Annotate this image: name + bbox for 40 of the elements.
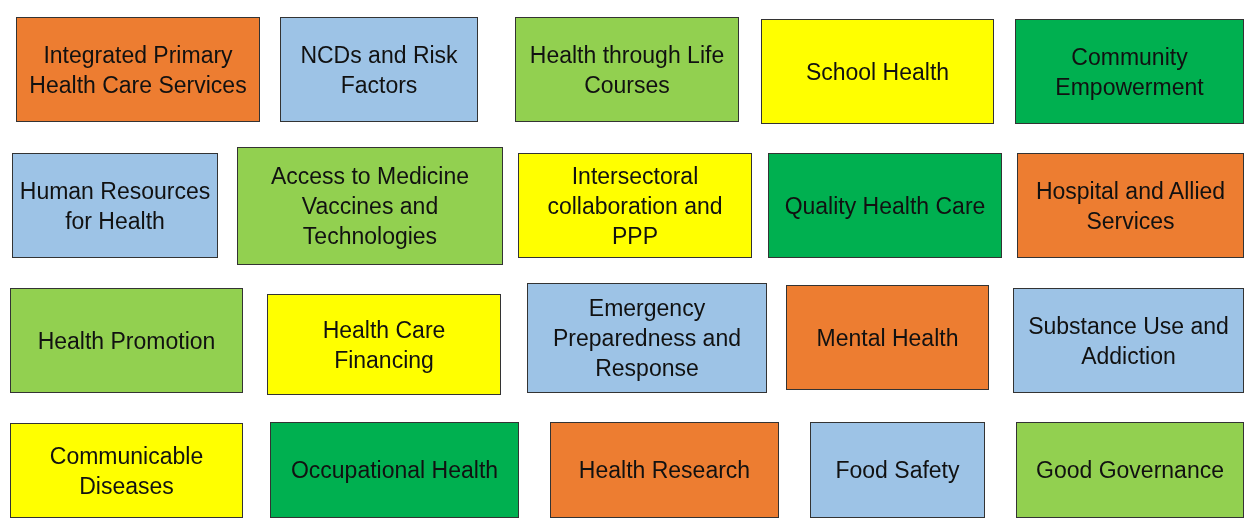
topic-label: Intersectoral collaboration and PPP (546, 161, 724, 251)
topic-card (810, 422, 985, 518)
topic-card (267, 294, 501, 395)
topic-label: Substance Use and Addiction (1027, 311, 1230, 371)
topic-card (761, 19, 994, 124)
topic-card (1016, 422, 1244, 518)
topic-card (270, 422, 519, 518)
topic-label: NCDs and Risk Factors (299, 40, 459, 100)
topic-card (237, 147, 503, 265)
topic-card (550, 422, 779, 518)
topic-label: School Health (805, 57, 950, 87)
topic-card (768, 153, 1002, 258)
topic-card (12, 153, 218, 258)
topic-label: Occupational Health (290, 456, 499, 485)
topic-card (280, 17, 478, 122)
topic-label: Community Empowerment (1054, 42, 1205, 102)
topic-card (527, 283, 767, 393)
topic-label: Integrated Primary Health Care Services (28, 40, 248, 100)
topic-label: Emergency Preparedness and Response (552, 294, 742, 383)
topic-label: Mental Health (816, 323, 959, 353)
topic-label: Access to Medicine Vaccines and Technologies (269, 162, 471, 251)
topic-label: Food Safety (835, 456, 960, 485)
topic-label: Health through Life Courses (528, 40, 726, 100)
topic-card (518, 153, 752, 258)
topic-card (1013, 288, 1244, 393)
topic-label: Health Care Financing (321, 315, 447, 375)
topic-card (10, 423, 243, 518)
topic-card (786, 285, 989, 390)
topic-label: Human Resources for Health (19, 176, 211, 236)
topic-card (10, 288, 243, 393)
topic-label: Good Governance (1036, 456, 1224, 485)
topic-card (16, 17, 260, 122)
topic-label: Health Research (578, 456, 751, 485)
topic-label: Quality Health Care (784, 191, 986, 221)
topic-card (515, 17, 739, 122)
topic-card (1015, 19, 1244, 124)
topic-label: Hospital and Allied Services (1034, 176, 1227, 236)
topic-label: Health Promotion (37, 326, 216, 356)
topic-card (1017, 153, 1244, 258)
topic-label: Communicable Diseases (48, 441, 205, 501)
